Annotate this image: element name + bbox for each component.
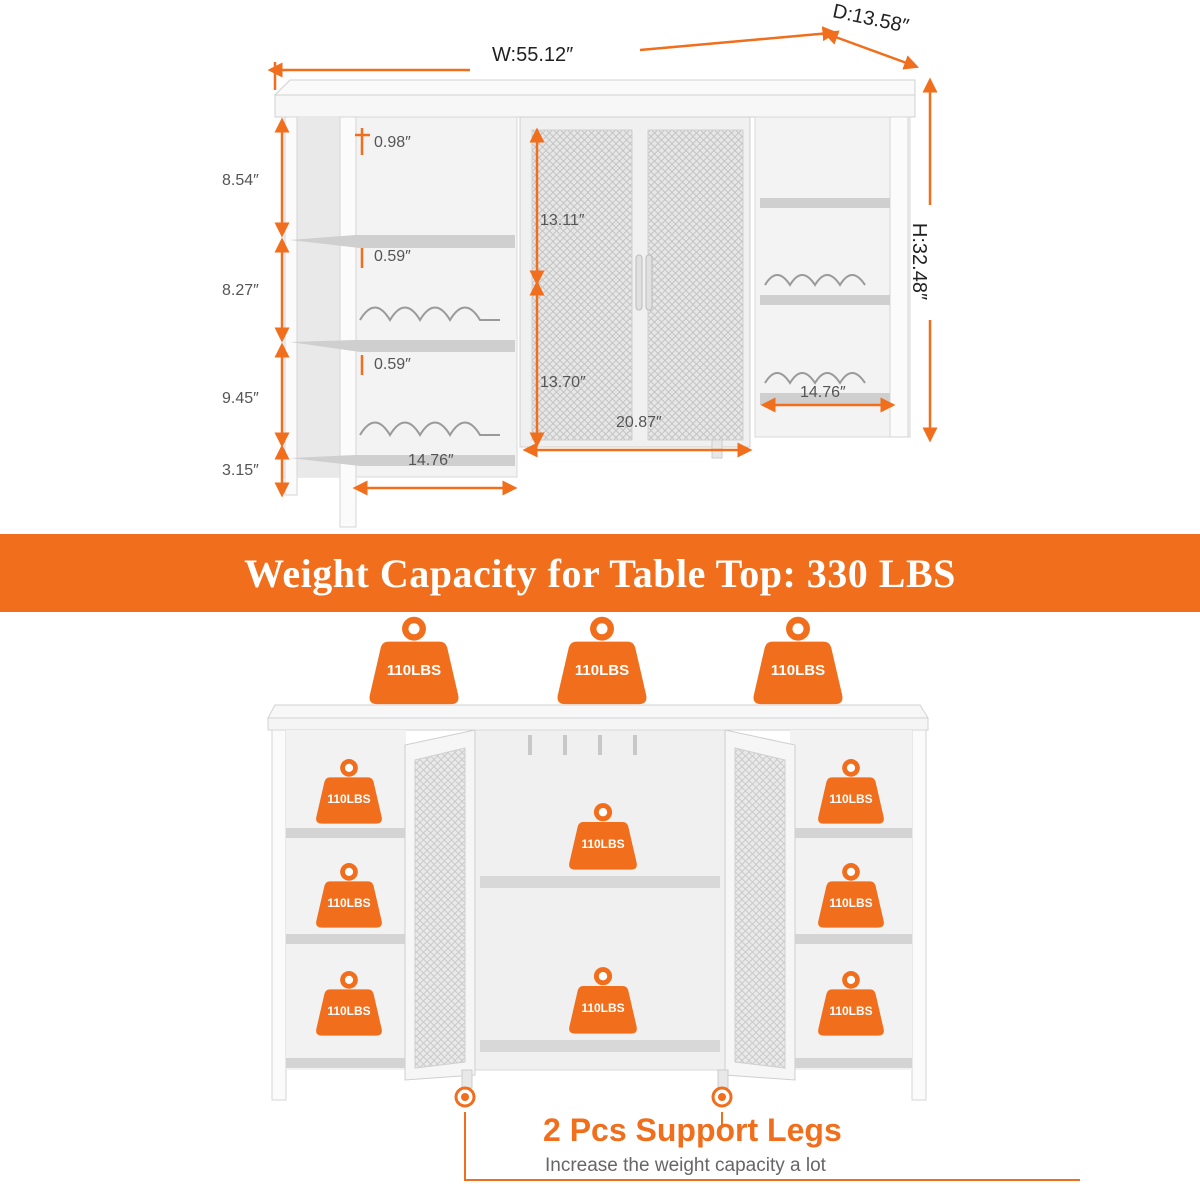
support-legs-subtitle: Increase the weight capacity a lot bbox=[545, 1155, 826, 1176]
weight-icon: 110LBS bbox=[315, 968, 383, 1038]
left-height-2: 8.27″ bbox=[222, 282, 259, 299]
weight-label: 110LBS bbox=[386, 661, 442, 679]
weight-label: 110LBS bbox=[770, 661, 826, 679]
shelf-thickness-label-2: 0.59″ bbox=[374, 356, 411, 373]
dimension-drawing bbox=[267, 26, 938, 528]
width-label: W:55.12″ bbox=[492, 44, 574, 66]
weight-label: 110LBS bbox=[581, 837, 625, 852]
left-shelf-width-label: 14.76″ bbox=[408, 452, 454, 469]
weight-label: 110LBS bbox=[327, 792, 371, 807]
weight-label: 110LBS bbox=[829, 1004, 873, 1019]
weight-icon: 110LBS bbox=[315, 756, 383, 826]
weight-icon: 110LBS bbox=[752, 614, 844, 706]
weight-icon: 110LBS bbox=[315, 860, 383, 930]
weight-label: 110LBS bbox=[574, 661, 630, 679]
weight-label: 110LBS bbox=[829, 896, 873, 911]
door-lower-label: 13.70″ bbox=[540, 374, 586, 391]
weight-icon: 110LBS bbox=[817, 860, 885, 930]
cabinet-front-view bbox=[273, 79, 916, 528]
right-shelf-width-label: 14.76″ bbox=[800, 384, 846, 401]
height-label: H:32.48″ bbox=[908, 222, 931, 301]
weight-label: 110LBS bbox=[581, 1001, 625, 1016]
support-legs-title: 2 Pcs Support Legs bbox=[543, 1112, 842, 1148]
weight-icon: 110LBS bbox=[368, 614, 460, 706]
weight-icon: 110LBS bbox=[817, 756, 885, 826]
weight-capacity-banner: Weight Capacity for Table Top: 330 LBS bbox=[0, 534, 1200, 612]
left-height-3: 9.45″ bbox=[222, 390, 259, 407]
weight-icon: 110LBS bbox=[817, 968, 885, 1038]
center-width-label: 20.87″ bbox=[616, 414, 662, 431]
left-height-1: 8.54″ bbox=[222, 172, 259, 189]
dimension-lines bbox=[267, 26, 938, 498]
shelf-thickness-label-1: 0.59″ bbox=[374, 248, 411, 265]
weight-icon: 110LBS bbox=[556, 614, 648, 706]
weight-label: 110LBS bbox=[327, 1004, 371, 1019]
weight-icon: 110LBS bbox=[568, 800, 638, 872]
weight-label: 110LBS bbox=[829, 792, 873, 807]
weight-icon: 110LBS bbox=[568, 964, 638, 1036]
top-thickness-label: 0.98″ bbox=[374, 134, 411, 151]
weight-label: 110LBS bbox=[327, 896, 371, 911]
left-height-4: 3.15″ bbox=[222, 462, 259, 479]
door-upper-label: 13.11″ bbox=[540, 212, 585, 229]
